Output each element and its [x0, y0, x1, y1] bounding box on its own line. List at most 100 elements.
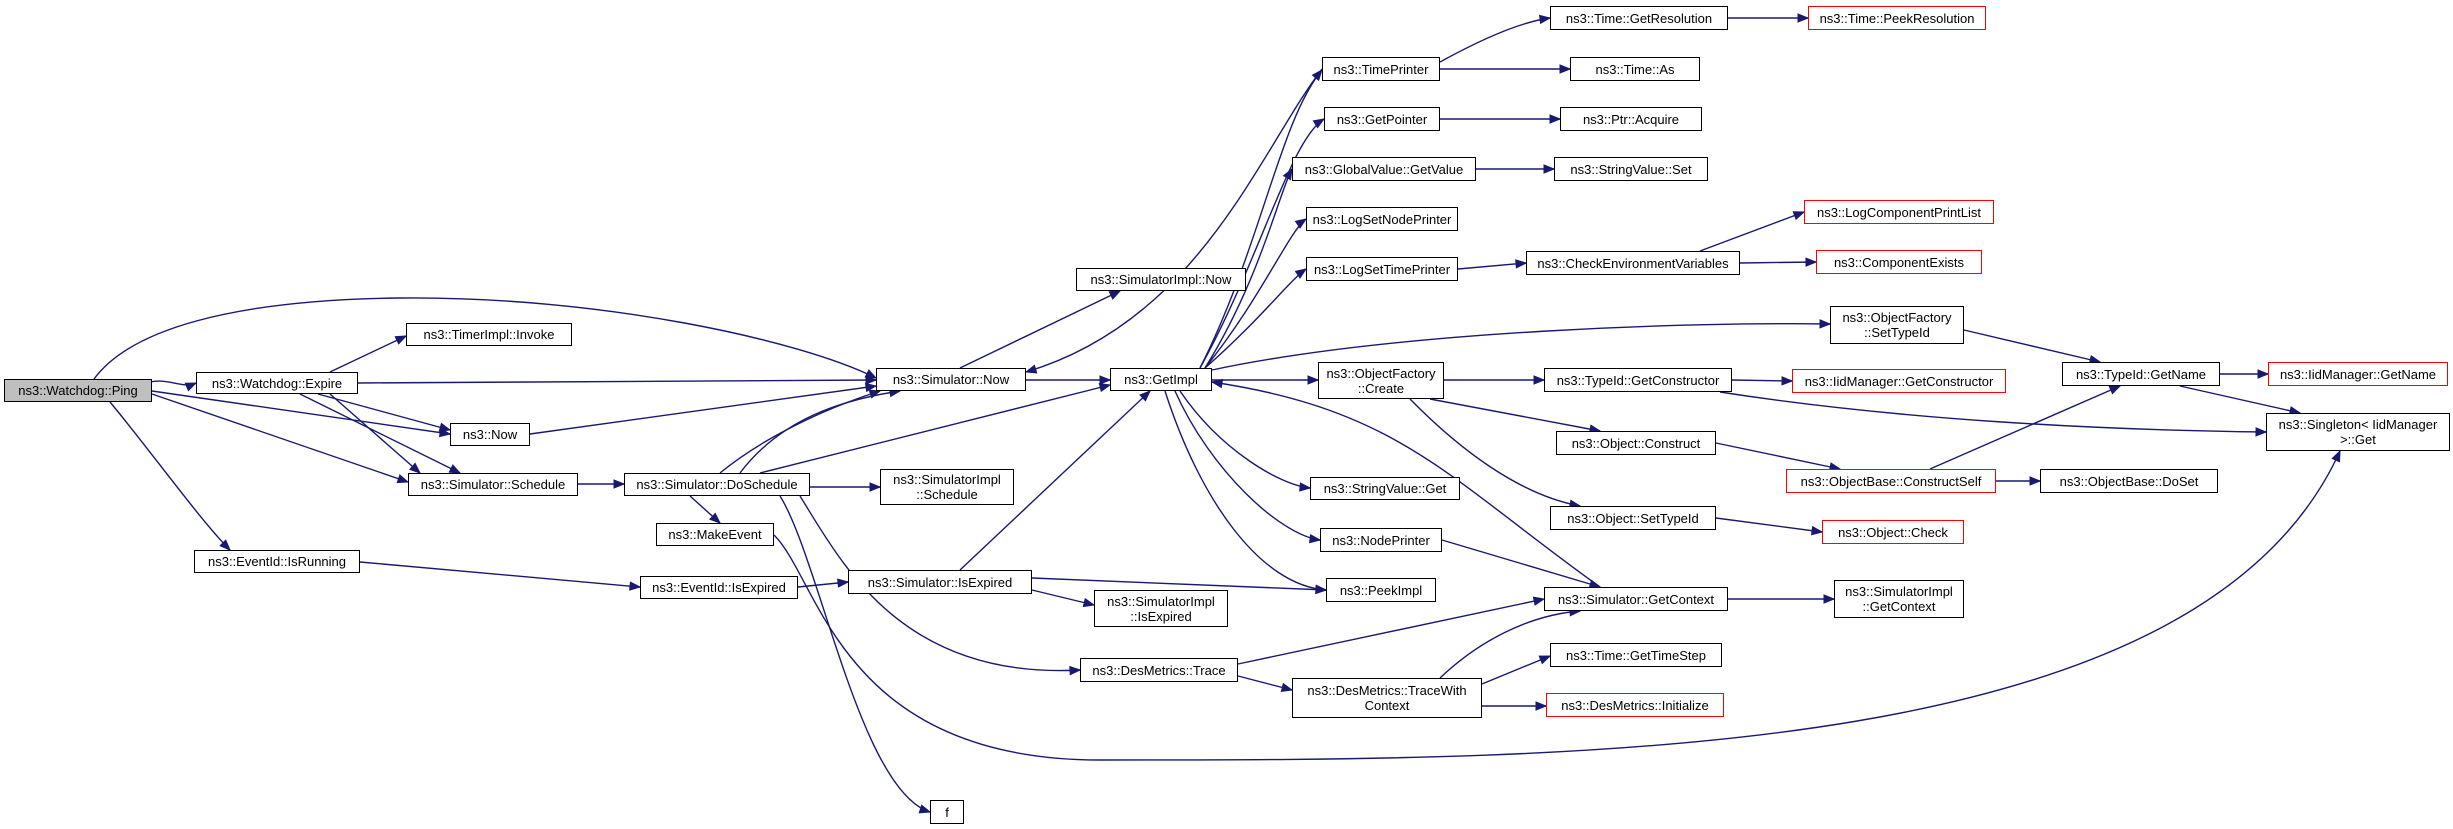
arrowhead-expire-now	[438, 422, 452, 432]
node-typeid-getconstructor[interactable]: ns3::TypeId::GetConstructor	[1544, 368, 1732, 392]
node-logsetnodeprinter[interactable]: ns3::LogSetNodePrinter	[1306, 207, 1458, 231]
node-simulator-getcontext[interactable]: ns3::Simulator::GetContext	[1544, 587, 1728, 611]
node-objectbase-constructself[interactable]: ns3::ObjectBase::ConstructSelf	[1786, 469, 1996, 493]
node-f[interactable]: f	[930, 800, 964, 824]
arrowhead-ping-expire	[184, 382, 198, 392]
arrowhead-getimpl-logsettime	[1294, 268, 1308, 279]
node-simulator-doschedule[interactable]: ns3::Simulator::DoSchedule	[624, 473, 810, 496]
node-ptr-acquire[interactable]: ns3::Ptr::Acquire	[1560, 107, 1702, 131]
arrowhead-simisexpired-simimplisexpired	[1082, 597, 1096, 608]
node-desmetrics-initialize[interactable]: ns3::DesMetrics::Initialize	[1546, 693, 1724, 717]
arrowhead-getimpl-peekimpl	[1315, 584, 1328, 594]
arrowhead-tracewithcontext-desinit	[1535, 701, 1548, 711]
node-simulator-schedule[interactable]: ns3::Simulator::Schedule	[408, 473, 578, 496]
node-simulatorimpl-schedule[interactable]: ns3::SimulatorImpl ::Schedule	[880, 469, 1014, 505]
node-timerimpl-invoke[interactable]: ns3::TimerImpl::Invoke	[406, 323, 572, 346]
arrowhead-ping-isrunning	[219, 539, 231, 551]
arrowhead-objfactorycreate-typeidgetctor	[1533, 375, 1546, 385]
node-makeevent[interactable]: ns3::MakeEvent	[656, 523, 774, 546]
edge-getimpl-nodeprinter	[1174, 390, 1321, 541]
arrowhead-simgetcontext-getimpl	[1210, 378, 1224, 389]
edge-typeidgetname-singleton	[2179, 385, 2301, 414]
node-simulatorimpl-now[interactable]: ns3::SimulatorImpl::Now	[1076, 268, 1246, 291]
arrowhead-typeidgetname-iidmgrgetname	[2257, 369, 2270, 379]
node-time-gettimestep[interactable]: ns3::Time::GetTimeStep	[1550, 643, 1722, 667]
node-nodeprinter[interactable]: ns3::NodePrinter	[1320, 528, 1442, 552]
node-objectfactory-create[interactable]: ns3::ObjectFactory ::Create	[1318, 362, 1444, 399]
node-simulatorimpl-isexpired[interactable]: ns3::SimulatorImpl ::IsExpired	[1094, 590, 1228, 627]
edge-typeidgetctor-singleton	[1719, 391, 2267, 433]
node-componentexists[interactable]: ns3::ComponentExists	[1816, 250, 1982, 274]
arrowhead-checkenv-logcomplist	[1792, 211, 1806, 221]
edge-doschedule-simnow2	[719, 390, 881, 474]
edge-ping-simnow	[93, 297, 877, 380]
node-time-peekresolution[interactable]: ns3::Time::PeekResolution	[1808, 6, 1986, 30]
arrowhead-timeprinter-timeas	[1559, 64, 1572, 74]
arrowhead-simnow-getimpl	[1099, 375, 1112, 385]
edge-simisexpired-simimplisexpired	[1031, 589, 1095, 606]
node-watchdog-ping: ns3::Watchdog::Ping	[4, 379, 152, 402]
node-checkenvironmentvariables[interactable]: ns3::CheckEnvironmentVariables	[1526, 251, 1740, 275]
arrowhead-ping-schedule	[396, 474, 410, 484]
node-now[interactable]: ns3::Now	[450, 423, 530, 446]
edge-now-simnow	[529, 385, 877, 435]
arrowhead-timeprinter-timegetres	[1538, 14, 1552, 25]
arrowhead-isrunning-isexpired	[629, 581, 642, 591]
node-watchdog-expire[interactable]: ns3::Watchdog::Expire	[196, 372, 358, 394]
edge-doschedule-desmetricstrace	[799, 495, 1081, 672]
edge-getimpl-logsetnode	[1204, 218, 1307, 369]
node-desmetrics-tracewithcontext[interactable]: ns3::DesMetrics::TraceWith Context	[1292, 678, 1482, 718]
node-simulator-now[interactable]: ns3::Simulator::Now	[876, 368, 1026, 391]
node-simulator-isexpired[interactable]: ns3::Simulator::IsExpired	[848, 570, 1032, 594]
arrowhead-objsettypeid-objectcheck	[1810, 525, 1824, 536]
arrowhead-schedule-doschedule	[613, 479, 626, 489]
node-object-check[interactable]: ns3::Object::Check	[1822, 520, 1964, 544]
edge-objbaseconstructself-typeidgetname	[1929, 385, 2121, 470]
arrowhead-doschedule-desmetricstrace	[1069, 665, 1082, 676]
arrowhead-checkenv-compexists	[1805, 257, 1818, 267]
edge-expire-schedule2	[329, 393, 421, 474]
node-stringvalue-set[interactable]: ns3::StringValue::Set	[1554, 157, 1708, 181]
edge-objconstruct-objbaseconstructself	[1715, 442, 1841, 470]
node-desmetrics-trace[interactable]: ns3::DesMetrics::Trace	[1080, 658, 1238, 682]
node-objectfactory-settypeid[interactable]: ns3::ObjectFactory ::SetTypeId	[1830, 306, 1964, 344]
node-object-settypeid[interactable]: ns3::Object::SetTypeId	[1550, 506, 1716, 530]
node-iidmanager-getname[interactable]: ns3::IidManager::GetName	[2268, 362, 2448, 386]
node-globalvalue-getvalue[interactable]: ns3::GlobalValue::GetValue	[1292, 157, 1476, 181]
node-peekimpl[interactable]: ns3::PeekImpl	[1326, 578, 1436, 602]
node-stringvalue-get[interactable]: ns3::StringValue::Get	[1310, 477, 1460, 500]
arrowhead-desmetricstrace-tracewithcontext	[1280, 682, 1294, 692]
node-logsettimeprinter[interactable]: ns3::LogSetTimePrinter	[1306, 257, 1458, 281]
node-eventid-isrunning[interactable]: ns3::EventId::IsRunning	[194, 550, 360, 573]
node-iidmanager-getconstructor[interactable]: ns3::IidManager::GetConstructor	[1792, 369, 2006, 393]
arrowhead-expire-timerinvoke	[394, 335, 408, 345]
node-objectbase-doset[interactable]: ns3::ObjectBase::DoSet	[2040, 469, 2218, 493]
edge-timeprinter-simnow	[1025, 68, 1323, 373]
node-getpointer[interactable]: ns3::GetPointer	[1324, 107, 1440, 131]
arrowhead-doschedule-simnow2	[868, 389, 882, 399]
edge-getimpl-peekimpl	[1164, 390, 1327, 591]
edge-ping-now	[151, 390, 451, 435]
edge-simisexpired-getimpl	[959, 390, 1151, 571]
arrowhead-expire-simnow	[865, 375, 878, 385]
node-time-as[interactable]: ns3::Time::As	[1570, 57, 1700, 81]
node-simulatorimpl-getcontext[interactable]: ns3::SimulatorImpl ::GetContext	[1834, 580, 1964, 618]
edge-objsettypeid-objectcheck	[1715, 517, 1823, 533]
arrowhead-getimpl-logsetnode	[1294, 218, 1308, 229]
arrowhead-doschedule-makeevent	[709, 512, 722, 524]
node-time-getresolution[interactable]: ns3::Time::GetResolution	[1550, 6, 1728, 30]
node-getimpl[interactable]: ns3::GetImpl	[1110, 368, 1212, 391]
edge-simgetcontext-getimpl	[1211, 381, 1601, 588]
arrowhead-doschedule-getimpl	[1098, 382, 1112, 393]
node-eventid-isexpired[interactable]: ns3::EventId::IsExpired	[640, 576, 798, 599]
arrowhead-doschedule-simimplsched	[869, 482, 882, 492]
node-singleton-iidmanager-get[interactable]: ns3::Singleton< IidManager >::Get	[2266, 413, 2450, 451]
arrowhead-simnow-simimplnow	[1108, 290, 1122, 300]
node-logcomponentprintlist[interactable]: ns3::LogComponentPrintList	[1804, 200, 1994, 224]
node-typeid-getname[interactable]: ns3::TypeId::GetName	[2062, 362, 2220, 386]
node-object-construct[interactable]: ns3::Object::Construct	[1556, 431, 1716, 455]
edge-objfactsettypeid-typeidgetname	[1963, 329, 2101, 363]
node-timeprinter[interactable]: ns3::TimePrinter	[1322, 57, 1440, 81]
edge-tracewithcontext-simgetcontext	[1439, 610, 1581, 679]
